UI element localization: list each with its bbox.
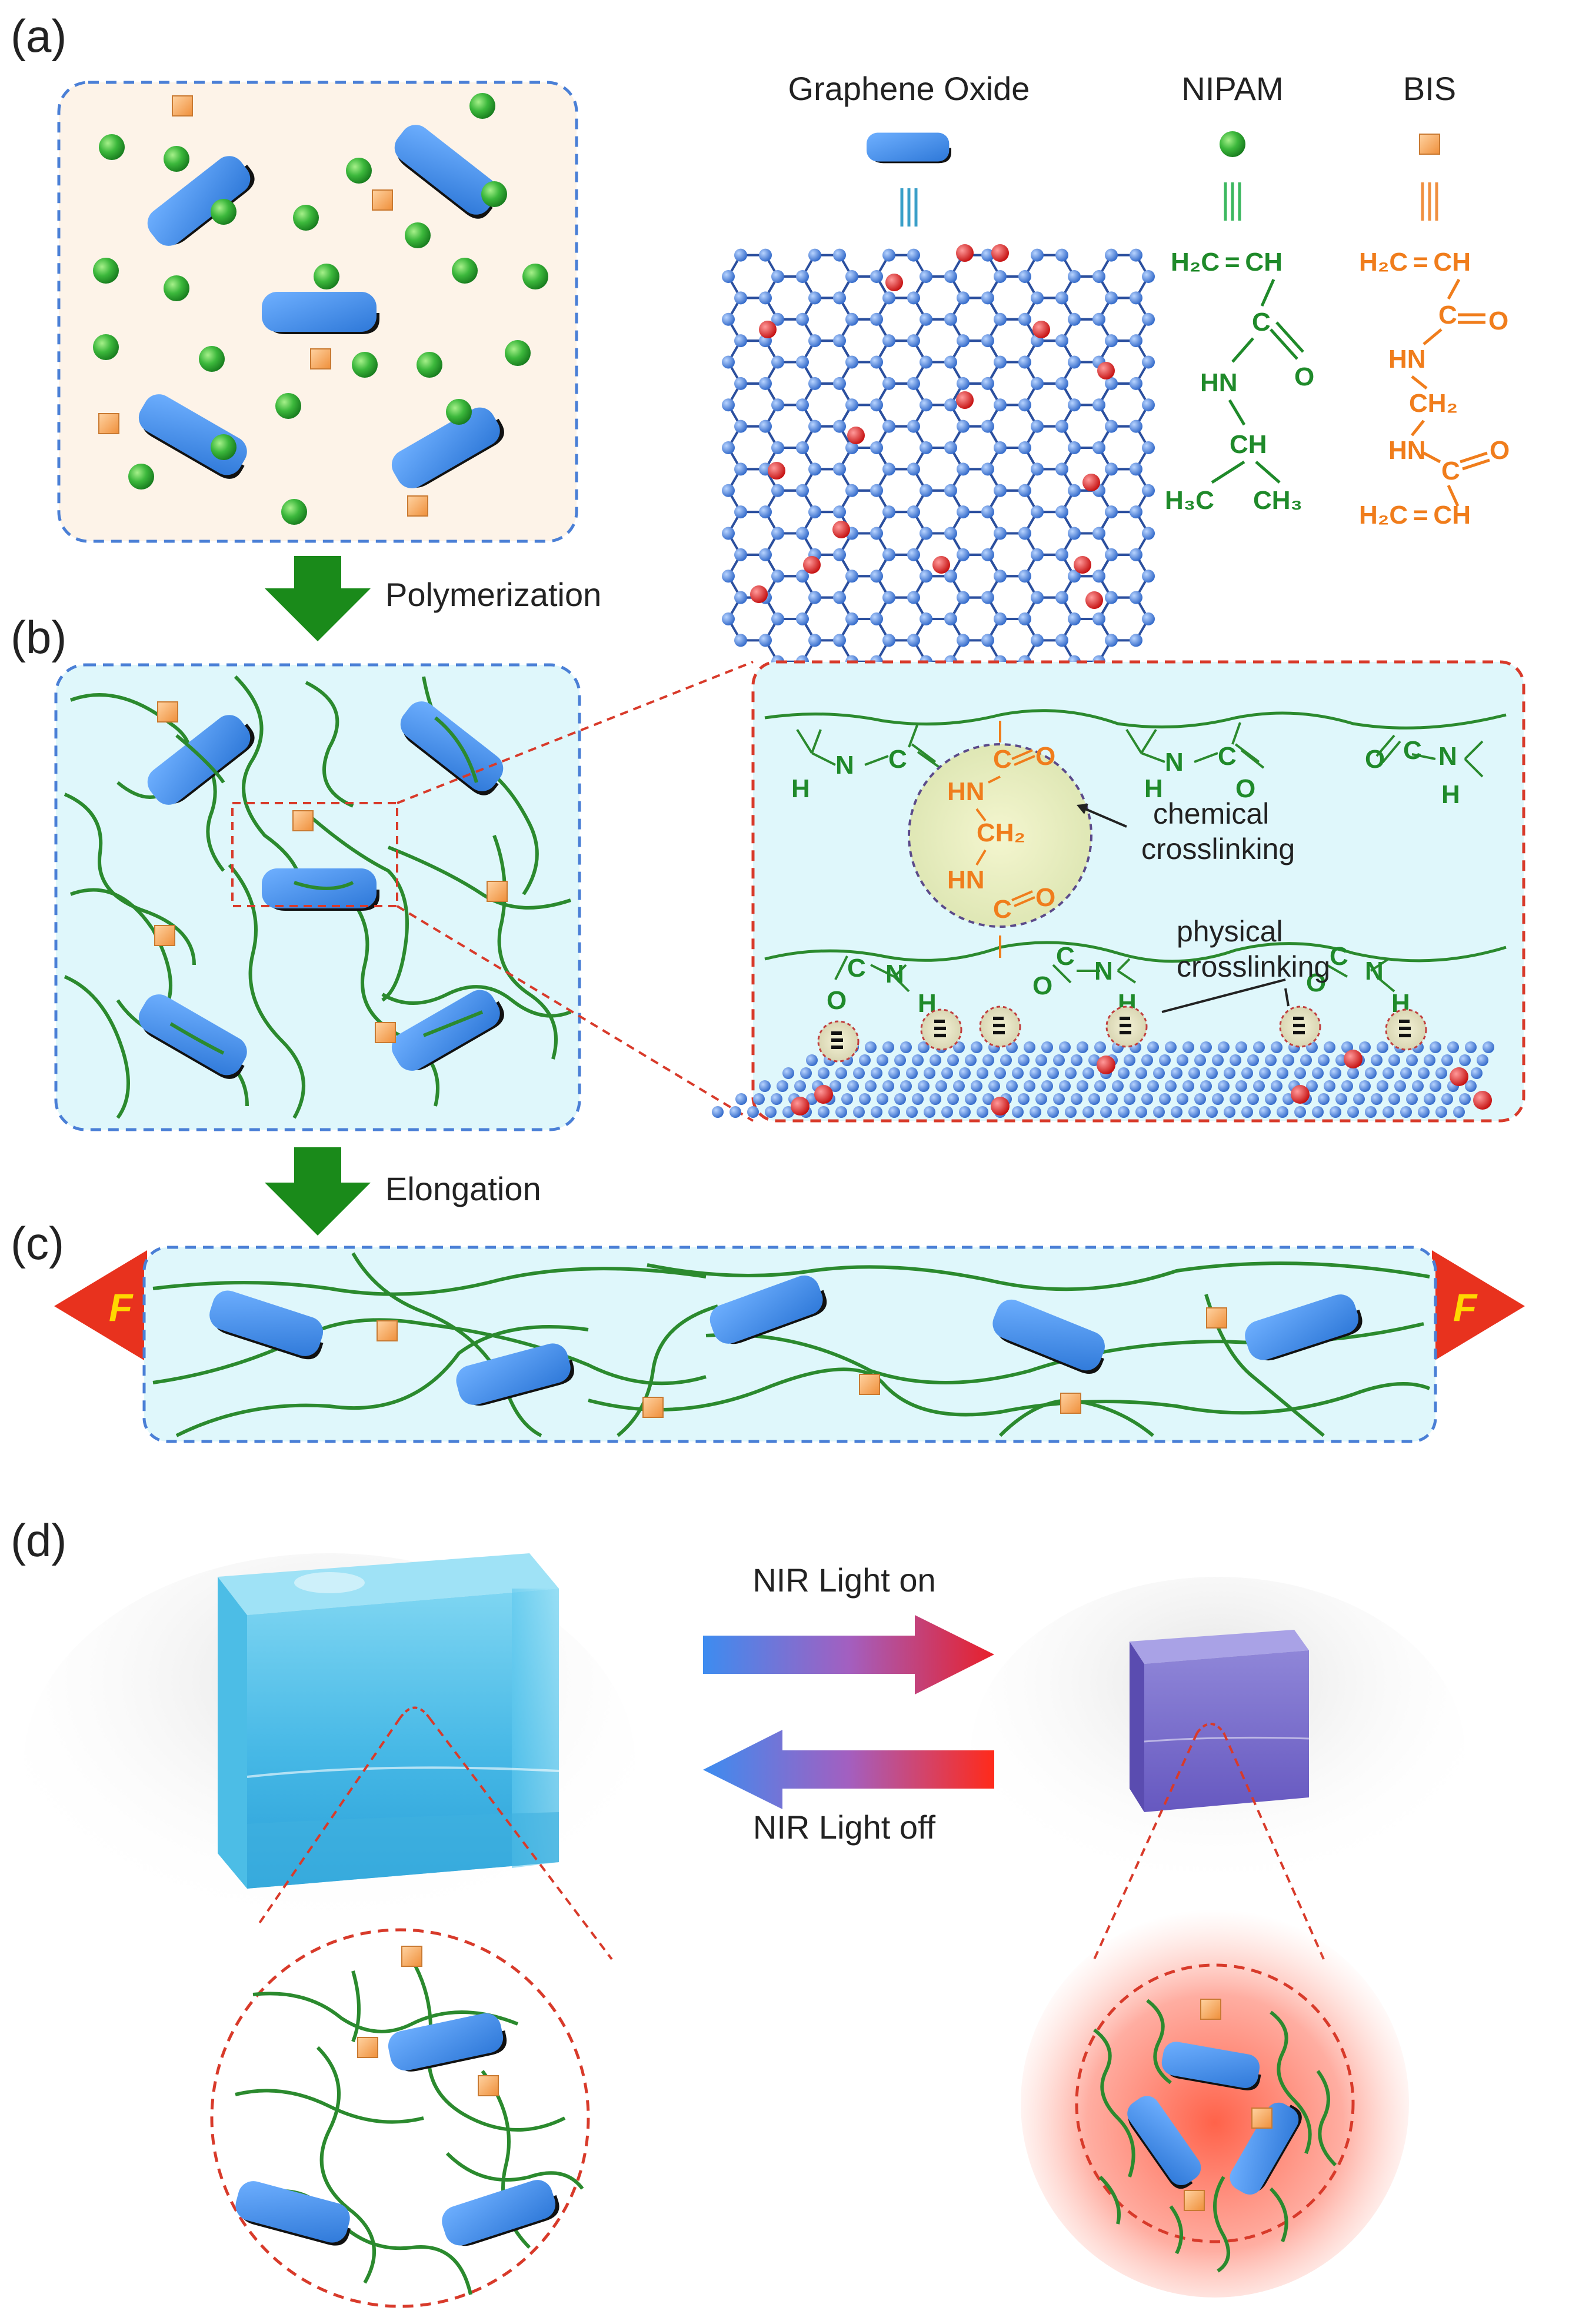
svg-text:C: C	[847, 954, 866, 983]
svg-text:HN: HN	[1388, 436, 1426, 465]
panel-d-nir-response: NIR Light on NIR Light off	[24, 1553, 1465, 2308]
svg-text:O: O	[1035, 742, 1055, 771]
svg-text:CH: CH	[1230, 430, 1267, 459]
svg-text:C: C	[993, 895, 1012, 924]
nipam-structure: H₂C = CH C O HN CH H₃C CH₃	[1165, 248, 1314, 515]
legend-nipam: NIPAM	[1181, 70, 1283, 107]
svg-text:C: C	[1403, 736, 1422, 765]
svg-text:C: C	[1218, 742, 1237, 771]
nir-arrow-icon	[703, 1615, 994, 1809]
step-elongation: Elongation	[385, 1170, 541, 1207]
panel-b-zoom: N C O H N C O H O C N H C O HN CH₂ HN C …	[712, 660, 1525, 1123]
svg-text:crosslinking: crosslinking	[1141, 833, 1295, 865]
svg-text:N: N	[1165, 748, 1184, 777]
nir-off-label: NIR Light off	[753, 1809, 936, 1846]
svg-text:HN: HN	[947, 777, 985, 806]
svg-text:CH₂: CH₂	[977, 818, 1025, 847]
svg-text:O: O	[1294, 362, 1314, 391]
svg-text:C: C	[993, 745, 1012, 774]
panel-label-d: (d)	[11, 1514, 66, 1566]
force-label-right: F	[1453, 1286, 1478, 1329]
svg-text:N: N	[1365, 957, 1384, 985]
svg-text:O: O	[1306, 968, 1326, 997]
svg-text:O: O	[1235, 774, 1255, 803]
svg-text:O: O	[1365, 745, 1385, 774]
svg-text:N: N	[1094, 957, 1113, 985]
panel-c-stretched-gel: F F	[54, 1246, 1525, 1443]
svg-text:O: O	[827, 986, 847, 1015]
svg-text:crosslinking: crosslinking	[1177, 950, 1330, 983]
chemical-crosslink-highlight: C O HN CH₂ HN C O	[908, 721, 1092, 958]
force-label-left: F	[109, 1286, 134, 1329]
svg-text:C: C	[1056, 942, 1075, 971]
legend-bis: BIS	[1403, 70, 1456, 107]
svg-text:HN: HN	[947, 865, 985, 894]
svg-text:N: N	[885, 960, 904, 988]
legend-graphene-oxide: Graphene Oxide	[788, 70, 1030, 107]
nipam-sphere-icon	[1220, 131, 1245, 157]
chemical-crosslinking-label: chemical	[1153, 797, 1269, 830]
down-arrow-icon	[265, 1147, 371, 1236]
svg-text:H₂C = CH: H₂C = CH	[1359, 501, 1471, 530]
svg-text:O: O	[1490, 436, 1510, 465]
panel-a-monomer-mixture	[57, 81, 578, 543]
bis-structure: H₂C = CH C O HN CH₂ HN C O H₂C = CH	[1359, 248, 1510, 530]
svg-text:HN: HN	[1200, 368, 1238, 397]
swollen-hydrogel-cube	[218, 1553, 559, 1889]
physical-crosslinking-label: physical	[1177, 915, 1283, 948]
svg-text:O: O	[1488, 307, 1508, 335]
panel-label-b: (b)	[11, 611, 66, 663]
svg-text:N: N	[835, 751, 854, 780]
legend: Graphene Oxide NIPAM BIS	[788, 70, 1456, 227]
panel-b-gel-network	[54, 661, 754, 1131]
graphene-sheet-icon	[867, 132, 951, 164]
panel-label-c: (c)	[11, 1217, 64, 1269]
svg-text:C: C	[888, 745, 907, 774]
svg-text:HN: HN	[1388, 345, 1426, 374]
svg-text:N: N	[1438, 742, 1457, 771]
shrunken-hydrogel-cube	[1130, 1630, 1310, 1812]
nir-on-label: NIR Light on	[752, 1561, 935, 1599]
svg-text:CH₃: CH₃	[1253, 486, 1302, 515]
svg-text:C: C	[1441, 457, 1460, 485]
svg-text:H: H	[1144, 774, 1163, 803]
svg-text:H₂C = CH: H₂C = CH	[1171, 248, 1282, 277]
svg-text:O: O	[1035, 883, 1055, 912]
svg-text:H₃C: H₃C	[1165, 486, 1214, 515]
panel-label-a: (a)	[11, 10, 66, 62]
graphene-oxide-lattice	[722, 244, 1155, 668]
bis-square-icon	[1419, 134, 1440, 155]
svg-text:O: O	[1032, 971, 1052, 1000]
svg-text:H: H	[1441, 780, 1460, 809]
svg-text:C: C	[1252, 308, 1271, 337]
svg-text:CH₂: CH₂	[1409, 389, 1458, 418]
svg-text:H: H	[791, 774, 810, 803]
svg-text:C: C	[1330, 942, 1348, 971]
svg-text:C: C	[1438, 301, 1457, 329]
svg-text:H₂C = CH: H₂C = CH	[1359, 248, 1471, 277]
step-polymerization: Polymerization	[385, 576, 601, 613]
down-arrow-icon	[265, 556, 371, 641]
